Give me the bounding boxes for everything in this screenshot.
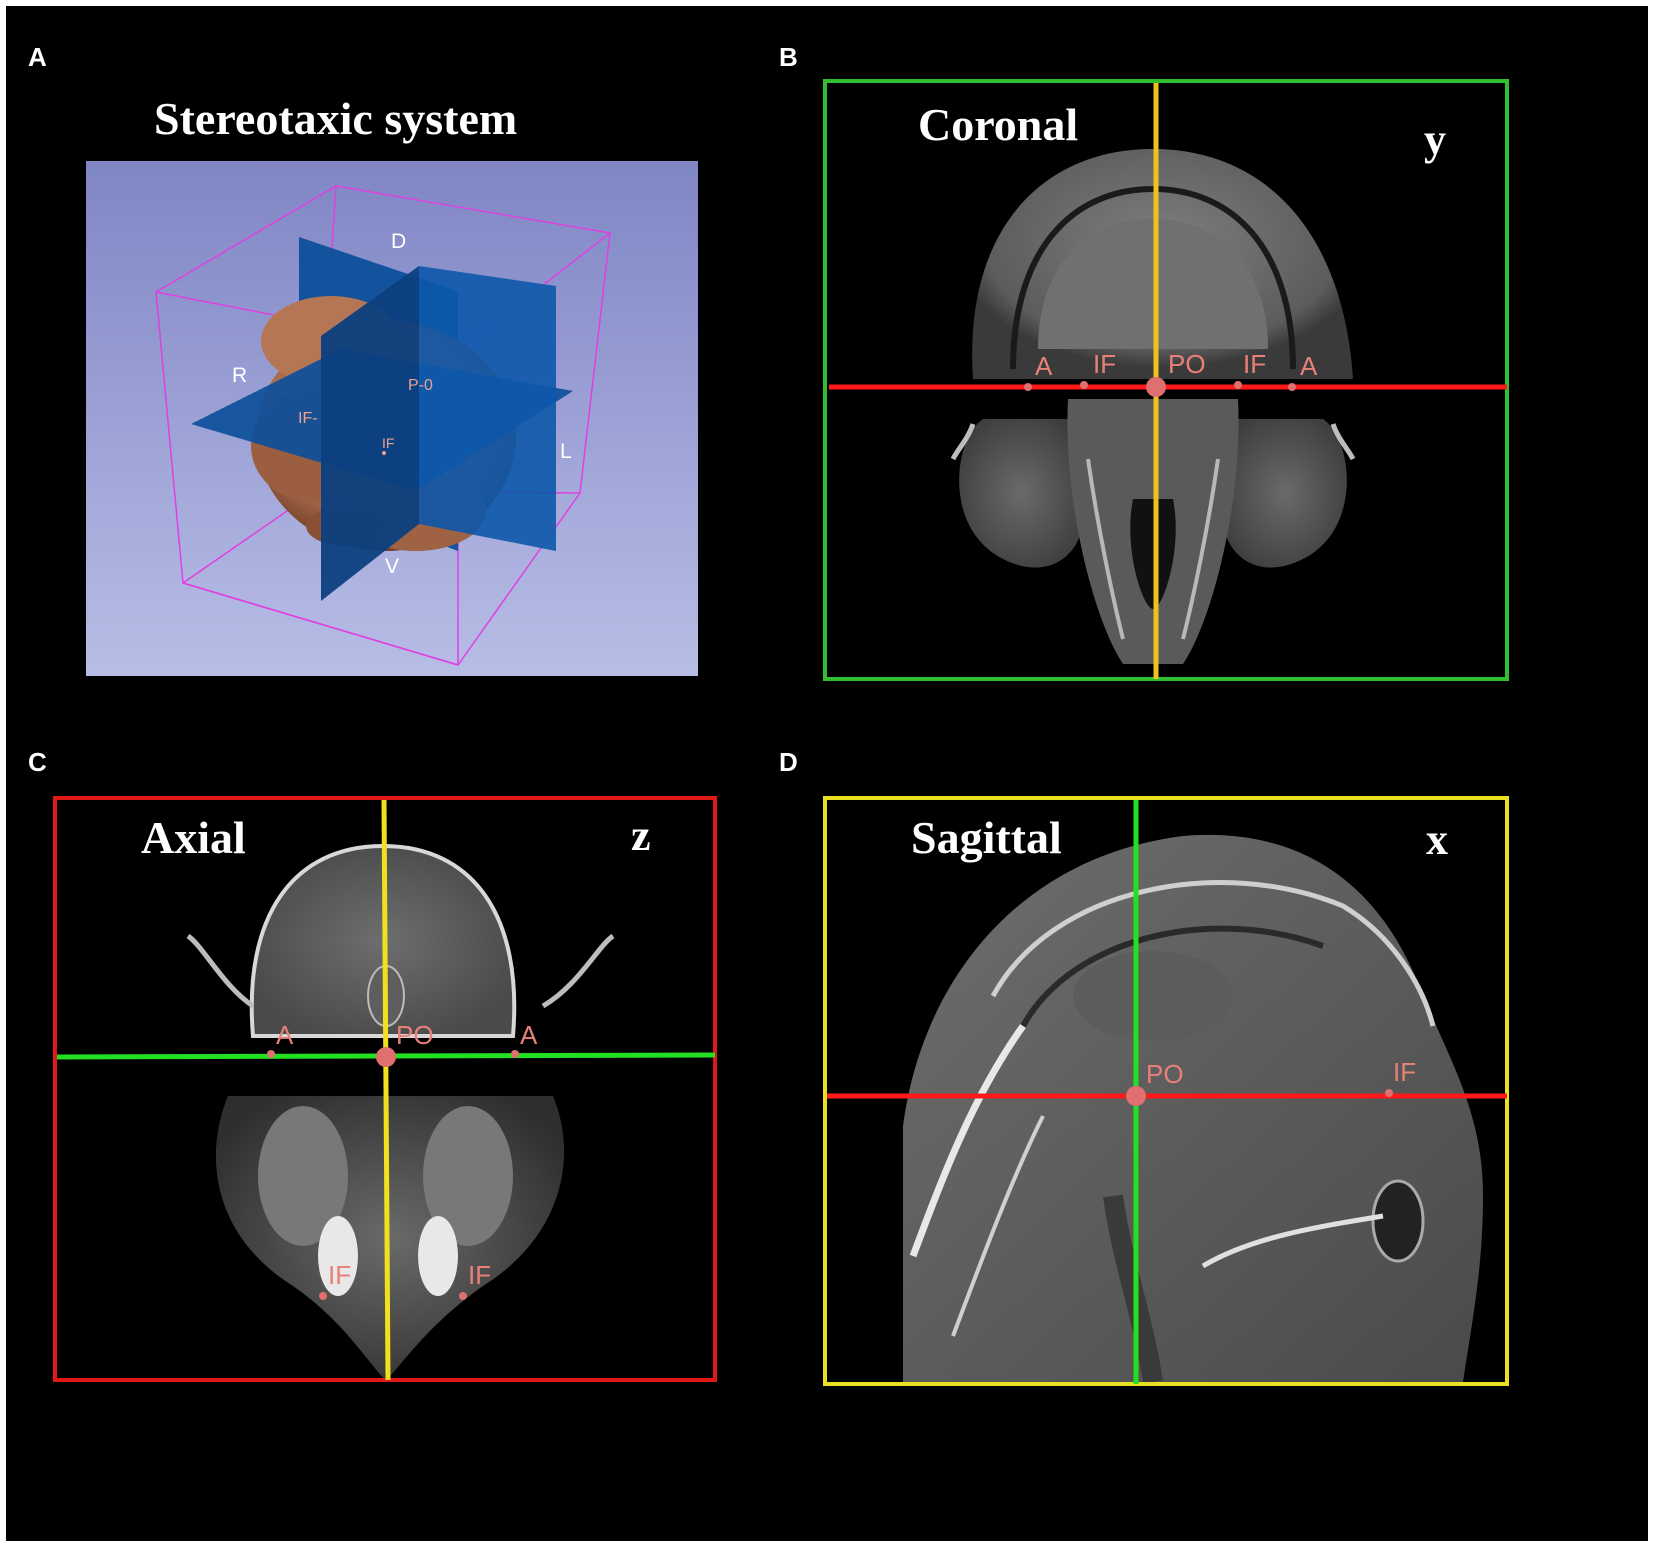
landmark-if-right-axial: IF (468, 1260, 491, 1290)
landmark-if-right: IF (1243, 349, 1266, 379)
landmark-po: PO (1168, 349, 1206, 379)
coronal-title: Coronal (918, 99, 1079, 150)
landmark-a-right: A (1300, 351, 1318, 381)
direction-left: L (560, 440, 572, 463)
landmark-po-3d: P-0 (408, 377, 433, 394)
axial-title: Axial (141, 812, 246, 863)
direction-right: R (232, 364, 247, 387)
stereotaxic-3d-view: D V R L P-0 IF- IF (86, 161, 698, 676)
axial-view: A PO A IF IF (53, 796, 717, 1382)
sagittal-axis-label: x (1426, 815, 1448, 864)
sagittal-frame (823, 796, 1509, 1386)
landmark-po-sagittal: PO (1146, 1059, 1184, 1089)
panel-c-letter: C (28, 747, 47, 777)
landmark-po-axial: PO (396, 1020, 434, 1050)
coronal-axis-label: y (1424, 115, 1446, 164)
landmark-a-right-axial: A (520, 1020, 538, 1050)
coronal-view: A IF PO IF A (823, 79, 1509, 681)
coronal-mri-slice (950, 149, 1356, 664)
po-landmark-dot (1146, 377, 1166, 397)
landmark-if-center-3d: IF (382, 435, 394, 451)
sagittal-mri-slice (903, 834, 1483, 1384)
landmark-if-left-axial: IF (328, 1260, 351, 1290)
panel-a-title: Stereotaxic system (154, 93, 518, 144)
po-landmark-dot-sagittal (1126, 1086, 1146, 1106)
coronal-plane (321, 266, 419, 601)
panel-a-letter: A (28, 42, 47, 72)
landmark-if-left: IF (1093, 349, 1116, 379)
sagittal-view: PO IF (823, 796, 1509, 1386)
po-landmark-dot-axial (376, 1047, 396, 1067)
direction-dorsal: D (391, 230, 406, 253)
coronal-plane-right (419, 266, 556, 551)
landmark-if-left-3d: IF- (298, 410, 318, 427)
landmark-a-left: A (1035, 351, 1053, 381)
figure-frame: A Stereotaxic system (6, 6, 1648, 1541)
landmark-a-left-axial: A (276, 1020, 294, 1050)
axial-frame (53, 796, 717, 1382)
axial-axis-label: z (631, 811, 651, 860)
panel-b-letter: B (779, 42, 798, 72)
landmark-if-sagittal: IF (1393, 1057, 1416, 1087)
sagittal-title: Sagittal (911, 812, 1062, 863)
panel-d-letter: D (779, 747, 798, 777)
coronal-frame (823, 79, 1509, 681)
sagittal-crosshair-line-axial (381, 799, 391, 1381)
direction-ventral: V (385, 555, 399, 578)
